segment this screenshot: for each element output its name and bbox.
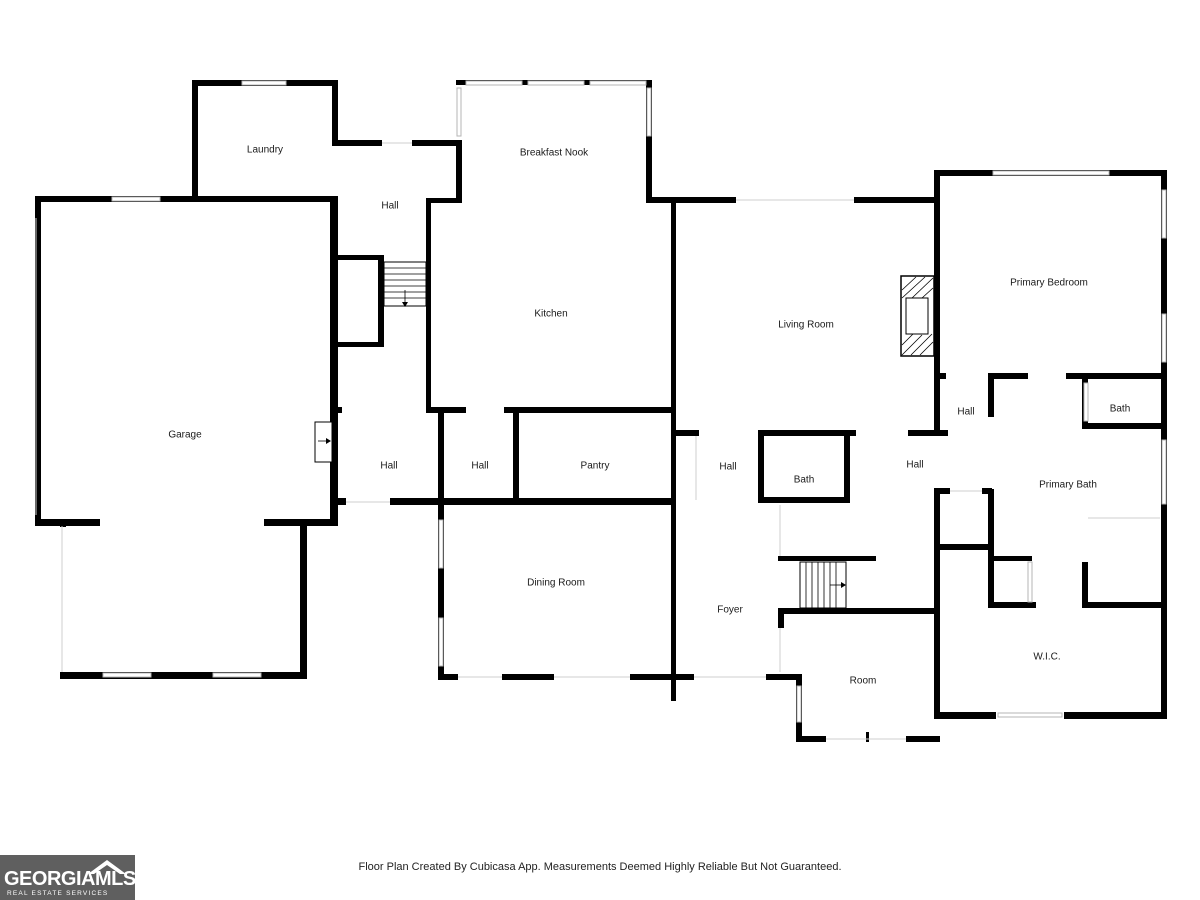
label-dining-room: Dining Room xyxy=(527,578,585,589)
label-hall-bedroom: Hall xyxy=(957,407,974,418)
label-hall-center: Hall xyxy=(719,462,736,473)
label-primary-bath: Primary Bath xyxy=(1039,480,1097,491)
openings xyxy=(35,142,1160,740)
house-roof-icon xyxy=(88,860,126,874)
label-kitchen: Kitchen xyxy=(534,309,567,320)
room-labels: Laundry Breakfast Nook Hall Kitchen Livi… xyxy=(168,145,1130,687)
walls xyxy=(35,80,1167,742)
footer-note: Floor Plan Created By Cubicasa App. Meas… xyxy=(358,861,842,873)
logo-main-text: GEORGIAMLS xyxy=(4,868,136,890)
label-garage: Garage xyxy=(168,430,202,441)
label-pantry: Pantry xyxy=(581,461,610,472)
label-primary-bedroom: Primary Bedroom xyxy=(1010,278,1088,289)
label-hall-left: Hall xyxy=(380,461,397,472)
label-bath-primary: Bath xyxy=(1110,404,1131,415)
label-hall-right: Hall xyxy=(906,460,923,471)
label-living-room: Living Room xyxy=(778,320,834,331)
logo-sub-text: REAL ESTATE SERVICES xyxy=(7,890,109,897)
label-bath-center: Bath xyxy=(794,475,815,486)
label-hall-top: Hall xyxy=(381,201,398,212)
label-foyer: Foyer xyxy=(717,605,743,616)
label-hall-mid: Hall xyxy=(471,461,488,472)
georgiamls-logo: GEORGIAMLS REAL ESTATE SERVICES xyxy=(0,855,136,900)
label-wic: W.I.C. xyxy=(1033,652,1060,663)
label-breakfast-nook: Breakfast Nook xyxy=(520,148,589,159)
label-room: Room xyxy=(850,676,877,687)
stairs xyxy=(314,261,847,609)
label-laundry: Laundry xyxy=(247,145,283,156)
windows xyxy=(102,80,1167,723)
